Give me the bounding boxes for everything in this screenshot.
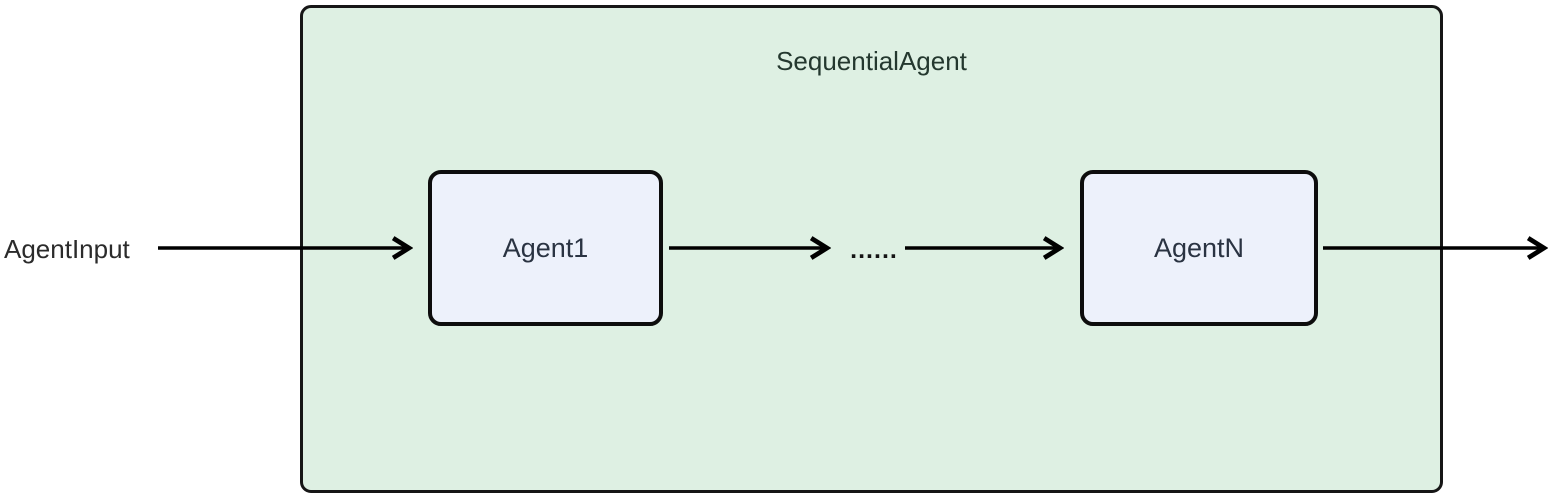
ellipsis-label: ...... [850, 236, 898, 264]
node-agent1-label: Agent1 [502, 232, 589, 263]
sequential-agent-title: SequentialAgent [776, 46, 967, 76]
node-agentn: AgentN [1080, 170, 1318, 326]
node-agentn-label: AgentN [1153, 232, 1245, 263]
agent-input-label: AgentInput [4, 233, 130, 264]
node-agent1: Agent1 [428, 170, 663, 326]
